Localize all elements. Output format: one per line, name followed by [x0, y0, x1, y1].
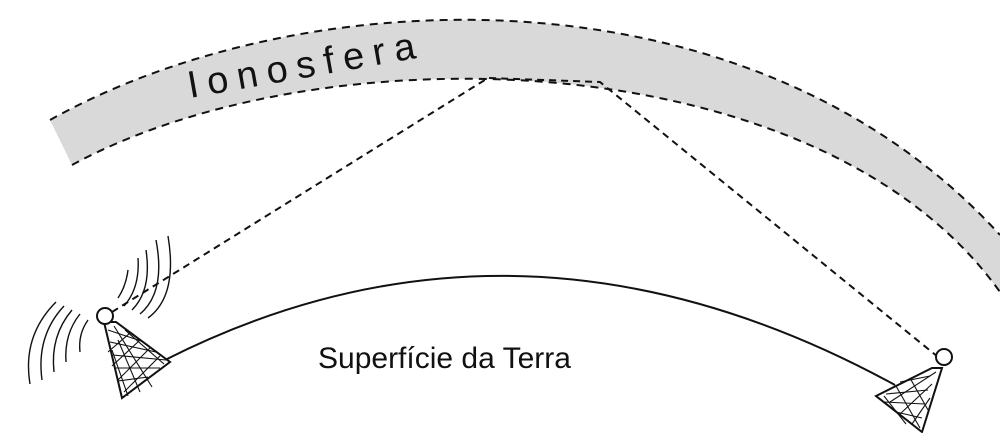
- receiver-antenna-icon: [874, 348, 953, 433]
- earth-surface-label: Superfície da Terra: [318, 342, 571, 375]
- ionosphere-lower-boundary: [71, 77, 1000, 293]
- ionosphere-upper-boundary: [49, 18, 1000, 236]
- transmitter-antenna-icon: [96, 307, 172, 400]
- ionosphere-layer: [49, 18, 1000, 293]
- ionosphere-band: [50, 19, 1000, 292]
- emission-waves-icon: [27, 235, 172, 385]
- earth-surface-curve: [164, 274, 896, 386]
- radio-wave-path: [111, 76, 939, 358]
